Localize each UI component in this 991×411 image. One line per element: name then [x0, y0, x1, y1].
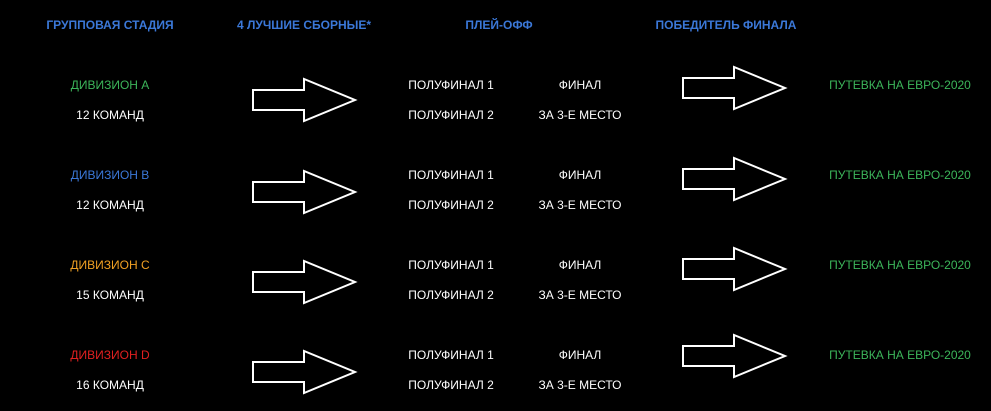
final-match: ФИНАЛ: [558, 168, 602, 182]
division-name: ДИВИЗИОН А: [70, 78, 150, 92]
division-teams: 15 КОМАНД: [76, 288, 144, 302]
euro-ticket: ПУТЕВКА НА ЕВРО-2020: [829, 78, 971, 92]
final-match: ФИНАЛ: [558, 258, 602, 272]
right-arrow-icon: [252, 259, 358, 305]
final-match: ФИНАЛ: [558, 78, 602, 92]
semifinal-2: ПОЛУФИНАЛ 2: [408, 108, 494, 122]
semifinal-1: ПОЛУФИНАЛ 1: [408, 168, 494, 182]
semifinal-1: ПОЛУФИНАЛ 1: [408, 78, 494, 92]
header-final-winner: ПОБЕДИТЕЛЬ ФИНАЛА: [655, 18, 797, 32]
third-place-match: ЗА 3-Е МЕСТО: [538, 198, 622, 212]
header-group-stage: ГРУППОВАЯ СТАДИЯ: [46, 18, 174, 32]
division-name: ДИВИЗИОН D: [70, 348, 150, 362]
semifinal-2: ПОЛУФИНАЛ 2: [408, 198, 494, 212]
euro-ticket: ПУТЕВКА НА ЕВРО-2020: [829, 348, 971, 362]
division-name: ДИВИЗИОН B: [70, 168, 150, 182]
header-best-four: 4 ЛУЧШИЕ СБОРНЫЕ*: [236, 18, 372, 32]
final-match: ФИНАЛ: [558, 348, 602, 362]
division-teams: 12 КОМАНД: [76, 108, 144, 122]
division-name: ДИВИЗИОН C: [70, 258, 150, 272]
division-teams: 12 КОМАНД: [76, 198, 144, 212]
right-arrow-icon: [252, 349, 358, 395]
third-place-match: ЗА 3-Е МЕСТО: [538, 288, 622, 302]
euro-ticket: ПУТЕВКА НА ЕВРО-2020: [829, 168, 971, 182]
right-arrow-icon: [682, 246, 788, 292]
header-playoff: ПЛЕЙ-ОФФ: [465, 18, 533, 32]
euro-ticket: ПУТЕВКА НА ЕВРО-2020: [829, 258, 971, 272]
division-teams: 16 КОМАНД: [76, 378, 144, 392]
right-arrow-icon: [682, 333, 788, 379]
right-arrow-icon: [682, 156, 788, 202]
semifinal-2: ПОЛУФИНАЛ 2: [408, 378, 494, 392]
semifinal-1: ПОЛУФИНАЛ 1: [408, 348, 494, 362]
right-arrow-icon: [252, 169, 358, 215]
third-place-match: ЗА 3-Е МЕСТО: [538, 108, 622, 122]
third-place-match: ЗА 3-Е МЕСТО: [538, 378, 622, 392]
semifinal-2: ПОЛУФИНАЛ 2: [408, 288, 494, 302]
right-arrow-icon: [252, 77, 358, 123]
right-arrow-icon: [682, 65, 788, 111]
semifinal-1: ПОЛУФИНАЛ 1: [408, 258, 494, 272]
